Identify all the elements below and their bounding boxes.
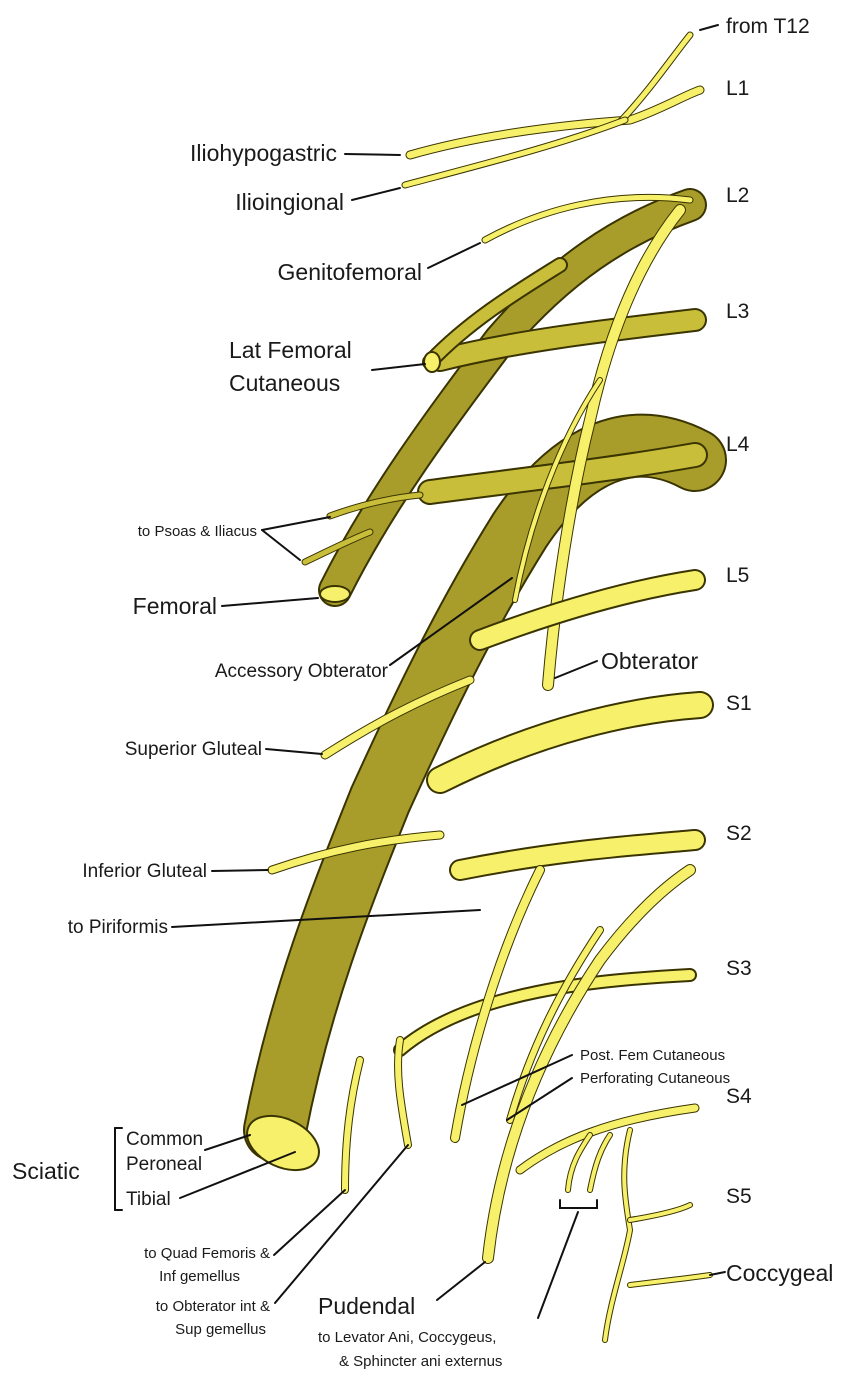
lower-branches: [345, 870, 690, 1258]
label-l1: L1: [726, 77, 749, 100]
label-s2: S2: [726, 822, 752, 845]
label-femoral: Femoral: [133, 593, 217, 619]
label-genitofemoral: Genitofemoral: [278, 259, 422, 285]
label-common-peroneal-line2: Peroneal: [126, 1154, 202, 1175]
label-s5: S5: [726, 1185, 752, 1208]
label-quad-femoris-line1: to Quad Femoris &: [144, 1245, 270, 1262]
label-iliohypogastric: Iliohypogastric: [190, 140, 337, 166]
label-post-fem-cutaneous: Post. Fem Cutaneous: [580, 1047, 725, 1064]
label-levator-line2: & Sphincter ani externus: [339, 1353, 502, 1370]
label-pudendal: Pudendal: [318, 1293, 415, 1319]
label-ilioinguinal: Ilioingional: [235, 189, 344, 215]
label-s3: S3: [726, 957, 752, 980]
nerve-illustration: [238, 35, 710, 1340]
label-lat-femoral-line2: Cutaneous: [229, 370, 340, 396]
label-l5: L5: [726, 564, 749, 587]
label-psoas-iliacus: to Psoas & Iliacus: [138, 523, 257, 540]
label-levator-line1: to Levator Ani, Coccygeus,: [318, 1329, 496, 1346]
label-s1: S1: [726, 692, 752, 715]
label-l2: L2: [726, 184, 749, 207]
coccygeal-plexus: [520, 1108, 710, 1340]
label-s4: S4: [726, 1085, 752, 1108]
label-tibial: Tibial: [126, 1189, 171, 1210]
label-obturator: Obterator: [601, 648, 698, 674]
label-inferior-gluteal: Inferior Gluteal: [82, 861, 207, 882]
label-coccygeal: Coccygeal: [726, 1260, 833, 1286]
label-accessory-obturator: Accessory Obterator: [215, 661, 389, 682]
label-l4: L4: [726, 433, 750, 456]
label-sciatic: Sciatic: [12, 1158, 80, 1184]
label-l3: L3: [726, 300, 749, 323]
label-lat-femoral-line1: Lat Femoral: [229, 337, 352, 363]
label-obturator-int-line2: Sup gemellus: [175, 1321, 266, 1338]
label-from-t12: from T12: [726, 15, 810, 38]
label-to-piriformis: to Piriformis: [68, 917, 168, 938]
label-quad-femoris-line2: Inf gemellus: [159, 1268, 240, 1285]
label-common-peroneal-line1: Common: [126, 1129, 203, 1150]
label-obturator-int-line1: to Obterator int &: [156, 1298, 270, 1315]
label-superior-gluteal: Superior Gluteal: [125, 739, 262, 760]
label-perforating-cutaneous: Perforating Cutaneous: [580, 1070, 730, 1087]
